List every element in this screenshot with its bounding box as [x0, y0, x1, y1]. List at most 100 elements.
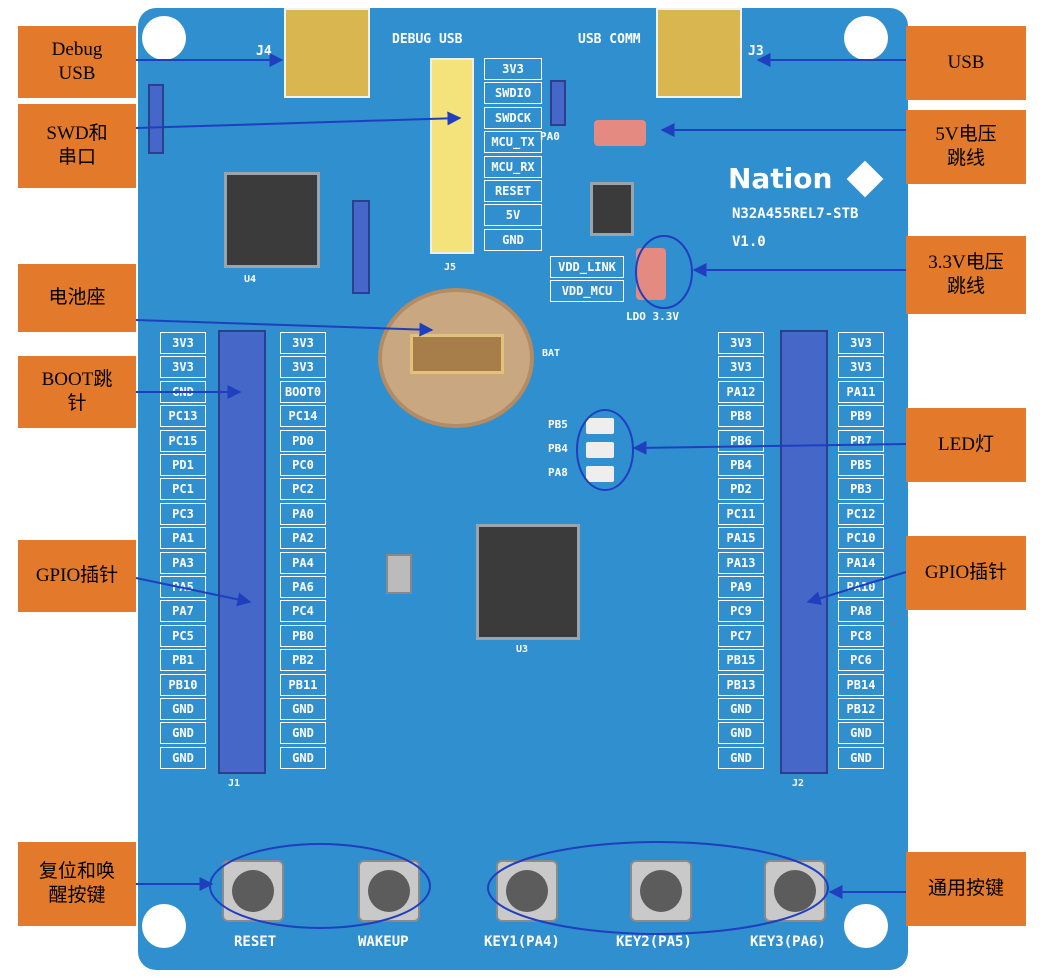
pin-label: 3V3: [280, 356, 326, 379]
j2-label: J2: [792, 778, 805, 789]
callout-led: LED灯: [906, 408, 1026, 482]
pin-label: MCU_TX: [484, 131, 542, 154]
pin-label: PB3: [838, 478, 884, 501]
crystal-y2: [386, 554, 412, 594]
debug-usb-silk: DEBUG USB: [392, 32, 463, 47]
ldo-label: LDO 3.3V: [626, 310, 679, 323]
pin-label: PC8: [838, 624, 884, 647]
j1-label: J1: [228, 778, 241, 789]
pin-label: PA13: [718, 551, 764, 574]
pin-label: PB11: [280, 673, 326, 696]
u4-label: U4: [244, 274, 257, 285]
wakeup-label: WAKEUP: [358, 934, 409, 950]
pin-label: PB0: [280, 624, 326, 647]
pin-label: MCU_RX: [484, 155, 542, 178]
led-pb5-label: PB5: [548, 418, 568, 431]
callout-usb: USB: [906, 26, 1026, 100]
board-version: V1.0: [732, 234, 766, 250]
pin-label: PB8: [718, 405, 764, 428]
pin-label: GND: [160, 380, 206, 403]
battery-clip: [410, 334, 504, 374]
pin-label: PA7: [160, 600, 206, 623]
pin-label: GND: [160, 698, 206, 720]
pin-label: RESET: [484, 180, 542, 202]
led-pb4: [586, 442, 614, 458]
pin-label: 3V3: [838, 332, 884, 354]
pin-label: PB9: [838, 405, 884, 428]
led-pb5: [586, 418, 614, 434]
pin-label: PC9: [718, 600, 764, 623]
pin-label: GND: [160, 746, 206, 769]
j5-label: J5: [444, 262, 457, 273]
pin-label: PC3: [160, 502, 206, 525]
callout-gpio-right: GPIO插针: [906, 536, 1026, 610]
pin-label: PC5: [160, 624, 206, 647]
pin-label: SWDIO: [484, 82, 542, 105]
pin-label: PA14: [838, 551, 884, 574]
vdd-mcu-label: VDD_MCU: [550, 280, 624, 302]
brand-logo: Nation: [728, 162, 833, 195]
pin-label: 3V3: [838, 356, 884, 379]
led-pb4-label: PB4: [548, 442, 568, 455]
pin-label: PC13: [160, 405, 206, 428]
callout-battery: 电池座: [18, 264, 136, 332]
pin-label: PB6: [718, 429, 764, 452]
pin-label: GND: [160, 722, 206, 745]
wakeup-button[interactable]: [358, 860, 420, 922]
j3-label: J3: [748, 44, 764, 59]
pin-label: PA2: [280, 527, 326, 550]
callout-gpio-left: GPIO插针: [18, 540, 136, 612]
pin-label: PB4: [718, 454, 764, 476]
pin-label: PB14: [838, 673, 884, 696]
pin-label: PC0: [280, 454, 326, 476]
pin-label: PC6: [838, 649, 884, 672]
pin-label: PA10: [838, 576, 884, 598]
pin-label: GND: [718, 746, 764, 769]
pin-label: PB13: [718, 673, 764, 696]
pin-label: PB1: [160, 649, 206, 672]
jumper-3v3: [636, 248, 666, 300]
u3-main-mcu: [476, 524, 580, 640]
pin-label: 3V3: [718, 332, 764, 354]
pin-label: PA11: [838, 380, 884, 403]
pin-label: PC15: [160, 429, 206, 452]
pin-label: PB15: [718, 649, 764, 672]
key3-label: KEY3(PA6): [750, 934, 826, 950]
callout-swd-uart: SWD和 串口: [18, 104, 136, 188]
debug-usb-connector: [284, 8, 370, 98]
jumper-5v: [594, 120, 646, 146]
pin-label: PB2: [280, 649, 326, 672]
pin-label: PB10: [160, 673, 206, 696]
u1-regulator: [590, 182, 634, 236]
pin-label: PA0: [280, 502, 326, 525]
mounting-hole: [142, 16, 186, 60]
pin-label: PA4: [280, 551, 326, 574]
pin-label: 3V3: [718, 356, 764, 379]
pin-label: 3V3: [160, 332, 206, 354]
reset-button[interactable]: [222, 860, 284, 922]
pa0-silk: PA0: [540, 130, 560, 143]
key3-button[interactable]: [764, 860, 826, 922]
pin-label: PA15: [718, 527, 764, 550]
pin-label: 3V3: [160, 356, 206, 379]
callout-3v3-jumper: 3.3V电压 跳线: [906, 236, 1026, 314]
board-model: N32A455REL7-STB: [732, 206, 859, 222]
key1-button[interactable]: [496, 860, 558, 922]
pin-label: GND: [838, 746, 884, 769]
pin-label: GND: [280, 698, 326, 720]
callout-boot: BOOT跳 针: [18, 356, 136, 428]
usb-comm-connector: [656, 8, 742, 98]
pin-label: PA5: [160, 576, 206, 598]
pin-label: BOOT0: [280, 380, 326, 403]
u4-debug-chip: [224, 172, 320, 268]
callout-debug-usb: Debug USB: [18, 26, 136, 98]
key2-button[interactable]: [630, 860, 692, 922]
pin-label: GND: [484, 228, 542, 251]
pin-label: PC2: [280, 478, 326, 501]
pin-label: PC7: [718, 624, 764, 647]
pin-label: PB7: [838, 429, 884, 452]
key2-label: KEY2(PA5): [616, 934, 692, 950]
callout-reset-wakeup: 复位和唤 醒按键: [18, 842, 136, 926]
j1-header: [218, 330, 266, 774]
